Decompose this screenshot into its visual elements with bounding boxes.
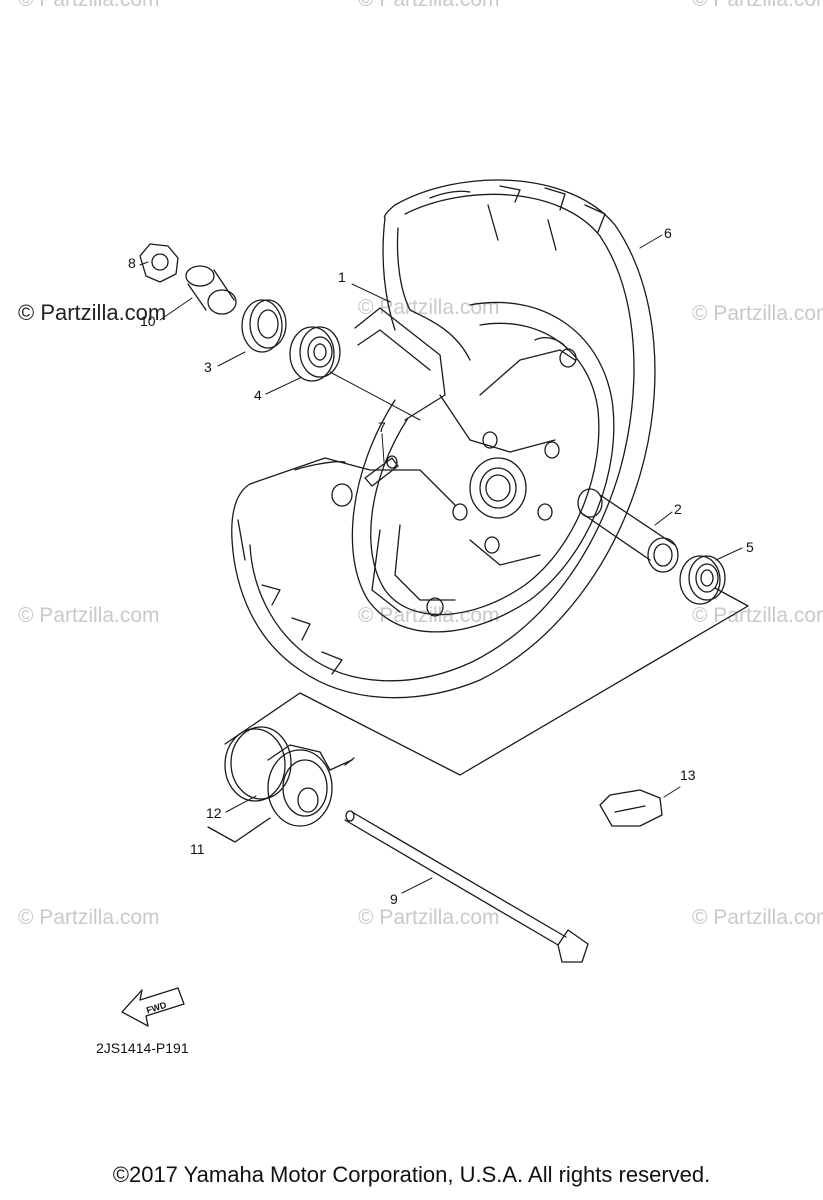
watermark-top-center: © Partzilla.com xyxy=(358,0,500,12)
collar xyxy=(578,489,678,572)
spacer-collar xyxy=(186,266,236,314)
callout-3: 3 xyxy=(204,359,212,375)
callout-7: 7 xyxy=(378,419,386,435)
bearing-right xyxy=(680,556,725,604)
leader-lines xyxy=(140,235,742,893)
wheel-rim xyxy=(250,228,576,616)
watermark-mid-right: © Partzilla.com xyxy=(692,302,823,325)
callout-5: 5 xyxy=(746,539,754,555)
watermark-lower-right: © Partzilla.com xyxy=(692,604,823,627)
meter-gear-assembly xyxy=(225,727,354,826)
watermark-bottom-left: © Partzilla.com xyxy=(18,906,160,929)
watermark-lower-left: © Partzilla.com xyxy=(18,604,160,627)
diagram-code: 2JS1414-P191 xyxy=(96,1040,189,1056)
callout-1: 1 xyxy=(338,269,346,285)
callout-13: 13 xyxy=(680,767,696,783)
callout-2: 2 xyxy=(674,501,682,517)
air-valve xyxy=(365,456,398,486)
copyright-footer: ©2017 Yamaha Motor Corporation, U.S.A. A… xyxy=(112,1162,711,1187)
watermark-top-right: © Partzilla.com xyxy=(692,0,823,12)
axle-nut xyxy=(140,244,178,282)
callout-4: 4 xyxy=(254,387,262,403)
watermark-mid-center: © Partzilla.com xyxy=(358,296,500,319)
clip xyxy=(600,790,662,826)
bearing-left xyxy=(290,327,340,381)
tire xyxy=(232,180,655,698)
fwd-arrow-icon xyxy=(122,988,184,1026)
wheel-axle xyxy=(345,811,588,962)
watermark-bottom-right: © Partzilla.com xyxy=(692,906,823,929)
callout-labels: 1 2 3 4 5 6 7 8 9 10 11 12 13 xyxy=(128,225,754,907)
callout-9: 9 xyxy=(390,891,398,907)
callout-6: 6 xyxy=(664,225,672,241)
bracket-11 xyxy=(208,818,270,842)
watermark-bottom-center: © Partzilla.com xyxy=(358,906,500,929)
callout-10: 10 xyxy=(140,313,156,329)
watermark-primary: © Partzilla.com xyxy=(18,300,167,325)
oil-seal xyxy=(242,300,286,352)
callout-12: 12 xyxy=(206,805,222,821)
watermark-lower-center: © Partzilla.com xyxy=(358,604,500,627)
assembly-bracket-lines xyxy=(225,588,748,775)
callout-8: 8 xyxy=(128,255,136,271)
watermark-top-left: © Partzilla.com xyxy=(18,0,160,12)
callout-11: 11 xyxy=(190,841,205,857)
